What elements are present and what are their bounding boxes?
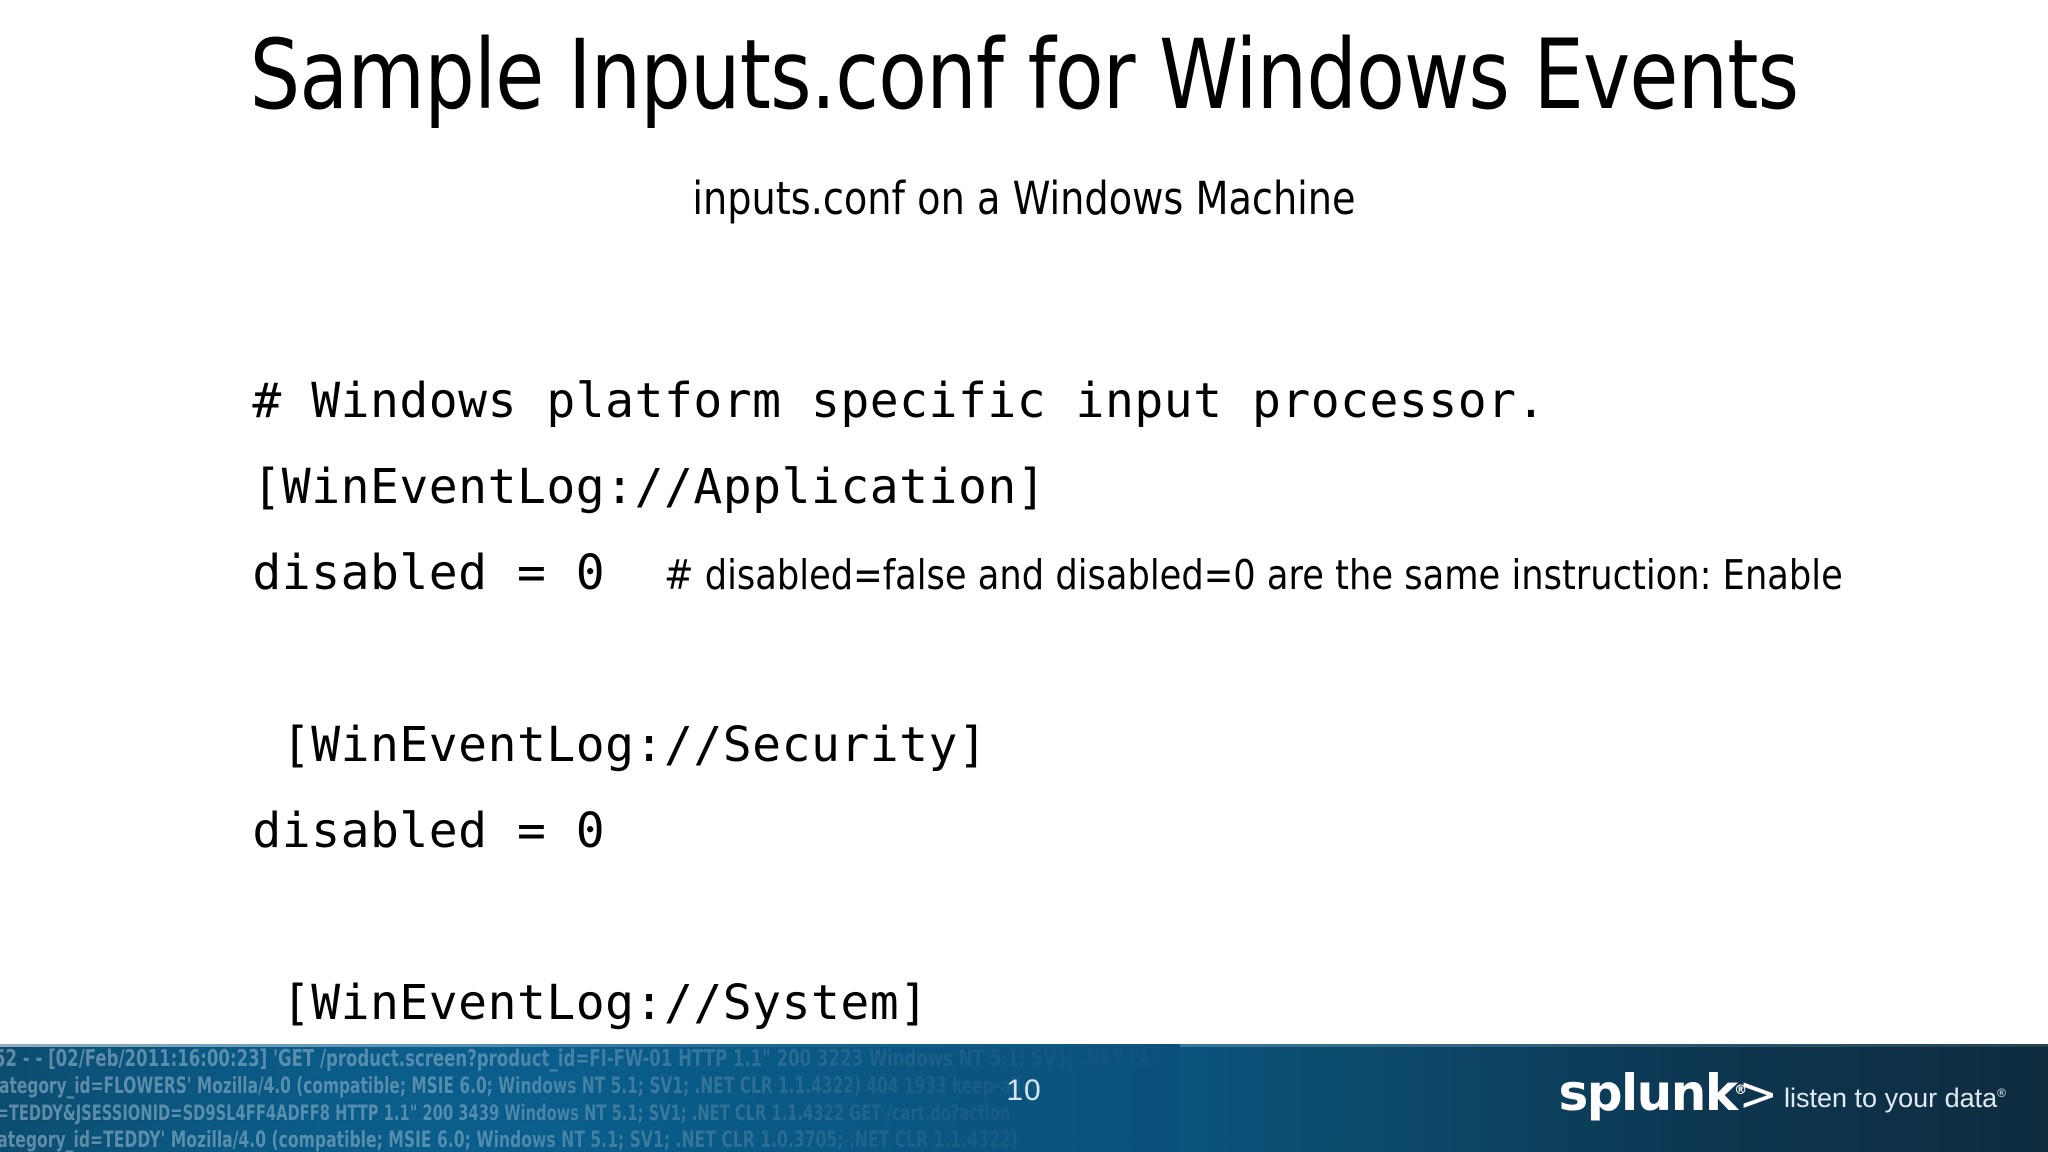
code-line: [WinEventLog://Application] [76,358,2016,515]
code-line-text: [WinEventLog://System] [252,975,929,1031]
code-line-text: disabled = 0 [252,545,664,601]
code-line-text: [WinEventLog://Application] [252,459,1047,515]
code-line-text: disabled = 0 [252,803,606,859]
code-line-text: [WinEventLog://Security] [252,717,988,773]
registered-trademark-icon: ® [1734,1083,1747,1098]
log-texture-row: 52 - - [02/Feb/2011:16:00:23] 'GET /prod… [0,1046,1180,1072]
code-line-text: # Windows platform specific input proces… [252,373,1546,429]
code-line: disabled = 0 [76,702,2016,859]
splunk-wordmark-text: splunk [1558,1064,1738,1122]
splunk-wordmark: splunk ® [1558,1068,1747,1118]
footer-banner: 52 - - [02/Feb/2011:16:00:23] 'GET /prod… [0,1044,2048,1152]
code-line: [WinEventLog://Security] [76,616,2016,773]
tagline-trademark-icon: ® [1997,1086,2006,1100]
code-inline-comment: # disabled=false and disabled=0 are the … [663,551,1843,599]
banner-hairline [0,1044,2048,1047]
page-title: Sample Inputs.conf for Windows Events [249,19,1799,131]
splunk-tagline: listen to your data® [1784,1078,2006,1113]
chevron-right-icon: > [1738,1067,1779,1122]
code-line: # Windows platform specific input proces… [76,272,2016,429]
code-line: [WinEventLog://System] [76,874,2016,1031]
page-number: 10 [1006,1074,1042,1107]
log-texture-row: category_id=TEDDY' Mozilla/4.0 (compatib… [0,1128,1018,1152]
code-line: disabled = 0 # disabled=false and disabl… [76,444,2016,601]
page-subtitle: inputs.conf on a Windows Machine [692,172,1356,225]
splunk-tagline-text: listen to your data [1784,1083,1998,1113]
code-block: # Windows platform specific input proces… [76,272,2016,1117]
splunk-logo: splunk ® > listen to your data® [1558,1068,2006,1124]
